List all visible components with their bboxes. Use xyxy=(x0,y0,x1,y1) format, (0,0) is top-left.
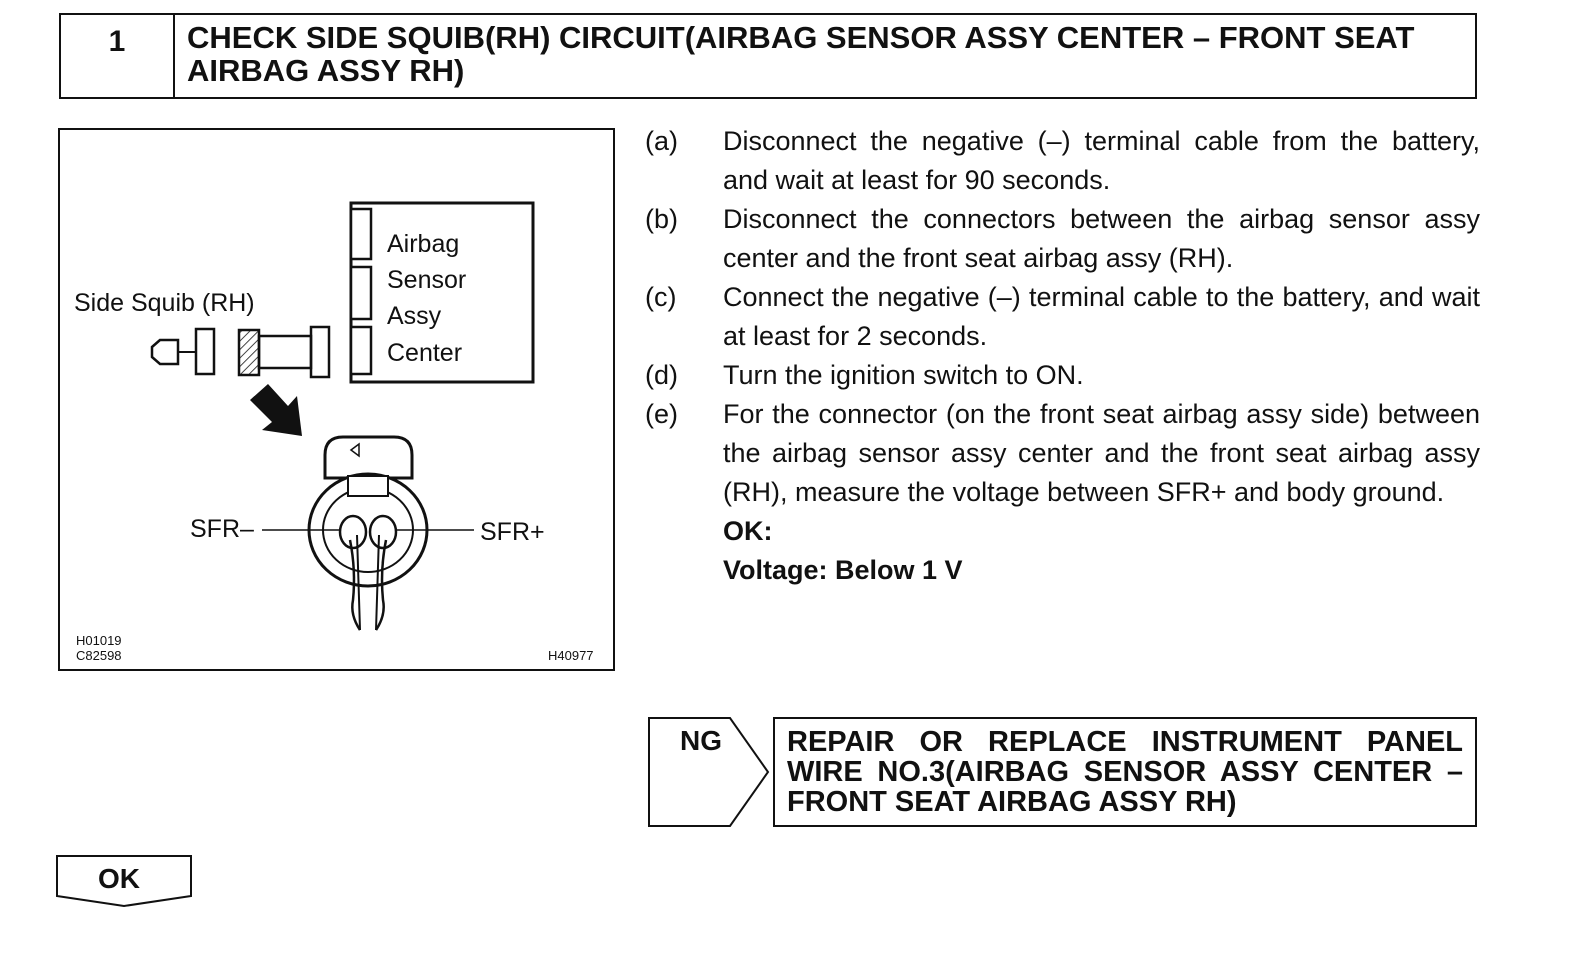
ok-result-tab[interactable]: OK xyxy=(56,855,192,908)
step-text: Disconnect the connectors between the ai… xyxy=(723,204,1480,273)
step-label: (d) xyxy=(645,360,678,390)
step-title: CHECK SIDE SQUIB(RH) CIRCUIT(AIRBAG SENS… xyxy=(187,20,1415,88)
procedure-steps: (a) Disconnect the negative (–) terminal… xyxy=(645,122,1480,590)
figure-code: H01019 xyxy=(76,633,122,648)
component-label-line: Airbag xyxy=(387,230,460,258)
ng-result-tab[interactable]: NG xyxy=(648,717,770,827)
ok-spec-label: OK: xyxy=(723,516,773,546)
step-text: Disconnect the negative (–) terminal cab… xyxy=(723,126,1480,195)
component-label-line: Assy xyxy=(387,302,442,330)
connector-diagram: Airbag Sensor Assy Center Side Squib (RH… xyxy=(58,128,615,671)
step-item: (e) For the connector (on the front seat… xyxy=(645,395,1480,512)
step-header: 1 CHECK SIDE SQUIB(RH) CIRCUIT(AIRBAG SE… xyxy=(59,13,1477,99)
connector-face xyxy=(323,435,414,480)
component-label-line: Center xyxy=(387,339,463,367)
step-item: (d) Turn the ignition switch to ON. xyxy=(645,356,1480,395)
step-number: 1 xyxy=(61,15,175,97)
step-label: (a) xyxy=(645,126,678,156)
step-item: (b) Disconnect the connectors between th… xyxy=(645,200,1480,278)
connector-illustration xyxy=(150,201,535,631)
arrow-icon xyxy=(250,384,302,436)
step-text: Connect the negative (–) terminal cable … xyxy=(723,282,1480,351)
squib-label: Side Squib (RH) xyxy=(74,289,255,317)
figure-code: H40977 xyxy=(548,648,594,663)
squib-plug xyxy=(150,338,180,366)
ok-tab-shape xyxy=(56,855,192,908)
terminal-plus-label: SFR+ xyxy=(480,518,545,546)
step-text: Turn the ignition switch to ON. xyxy=(723,360,1084,390)
ng-repair-action: REPAIR OR REPLACE INSTRUMENT PANEL WIRE … xyxy=(773,717,1477,827)
ok-label: OK xyxy=(98,863,140,894)
terminal-minus-label: SFR– xyxy=(190,515,254,543)
step-label: (e) xyxy=(645,399,678,429)
step-label: (c) xyxy=(645,282,677,312)
step-label: (b) xyxy=(645,204,678,234)
step-item: (c) Connect the negative (–) terminal ca… xyxy=(645,278,1480,356)
step-item: (a) Disconnect the negative (–) terminal… xyxy=(645,122,1480,200)
voltage-spec: Voltage: Below 1 V xyxy=(723,555,963,585)
figure-code: C82598 xyxy=(76,648,122,663)
step-text: For the connector (on the front seat air… xyxy=(723,399,1480,507)
ng-tab-shape xyxy=(648,717,770,827)
ng-label: NG xyxy=(680,725,722,756)
hatched-connector xyxy=(237,328,261,377)
component-label-line: Sensor xyxy=(387,266,467,294)
